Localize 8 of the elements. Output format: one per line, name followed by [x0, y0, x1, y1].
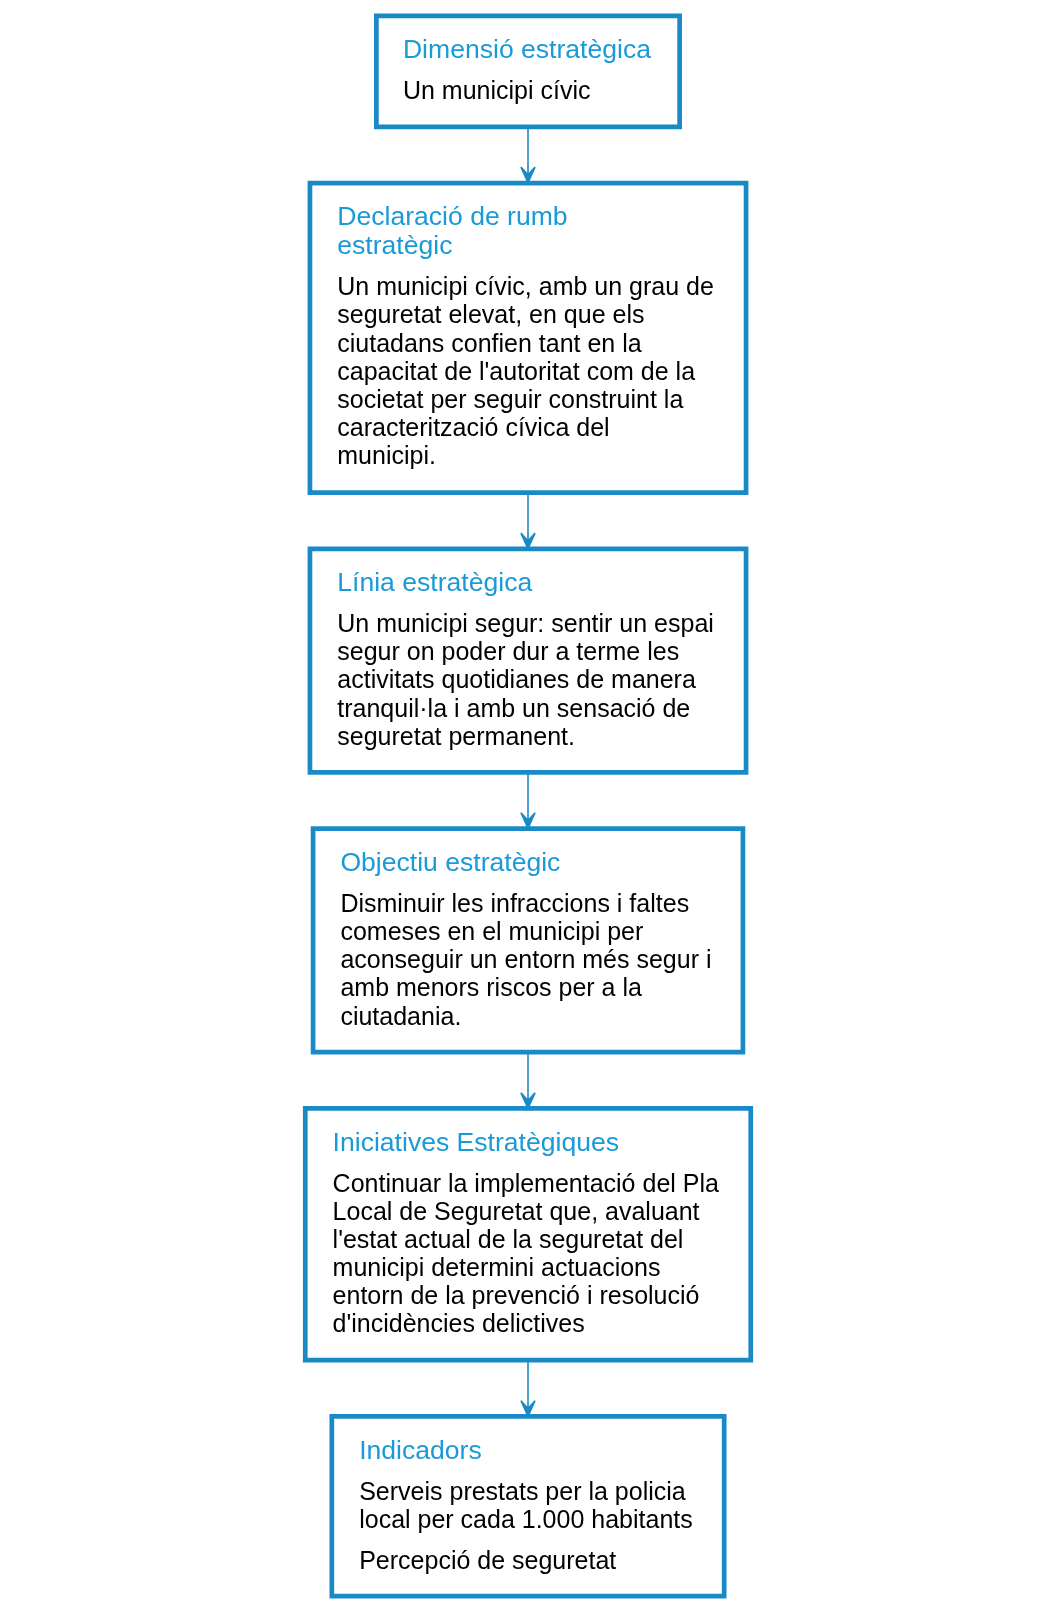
- node-box: Iniciatives Estratègiques Continuar la implementació del Pla Local de Seguretat que, avaluant l'estat actual de la seguretat del municipi determini actuacions entorn de la prevenció i resolució d'incidències delictives: [302, 1106, 753, 1363]
- arrow: [519, 771, 536, 830]
- node-box: Objectiu estratègic Disminuir les infraccions i faltes comeses en el municipi per aconseguir un entorn més segur i amb menors riscos per a la ciutadania.: [310, 826, 745, 1055]
- node-box: Declaració de rumb estratègic Un municipi cívic, amb un grau de seguretat elevat, en que els ciutadans confien tant en la capacitat de l'autoritat com de la societat per seguir construint la caracterització cívica del municipi.: [307, 180, 748, 495]
- node-box: Línia estratègica Un municipi segur: sentir un espai segur on poder dur a terme les activitats quotidianes de manera tranquil·la i amb un sensació de seguretat permanent.: [307, 546, 748, 775]
- node-box: Indicadors Serveis prestats per la policia local per cada 1.000 habitants Percepció de seguretat: [329, 1414, 726, 1599]
- arrow: [519, 126, 536, 184]
- node-box: Dimensió estratègica Un municipi cívic: [373, 13, 682, 130]
